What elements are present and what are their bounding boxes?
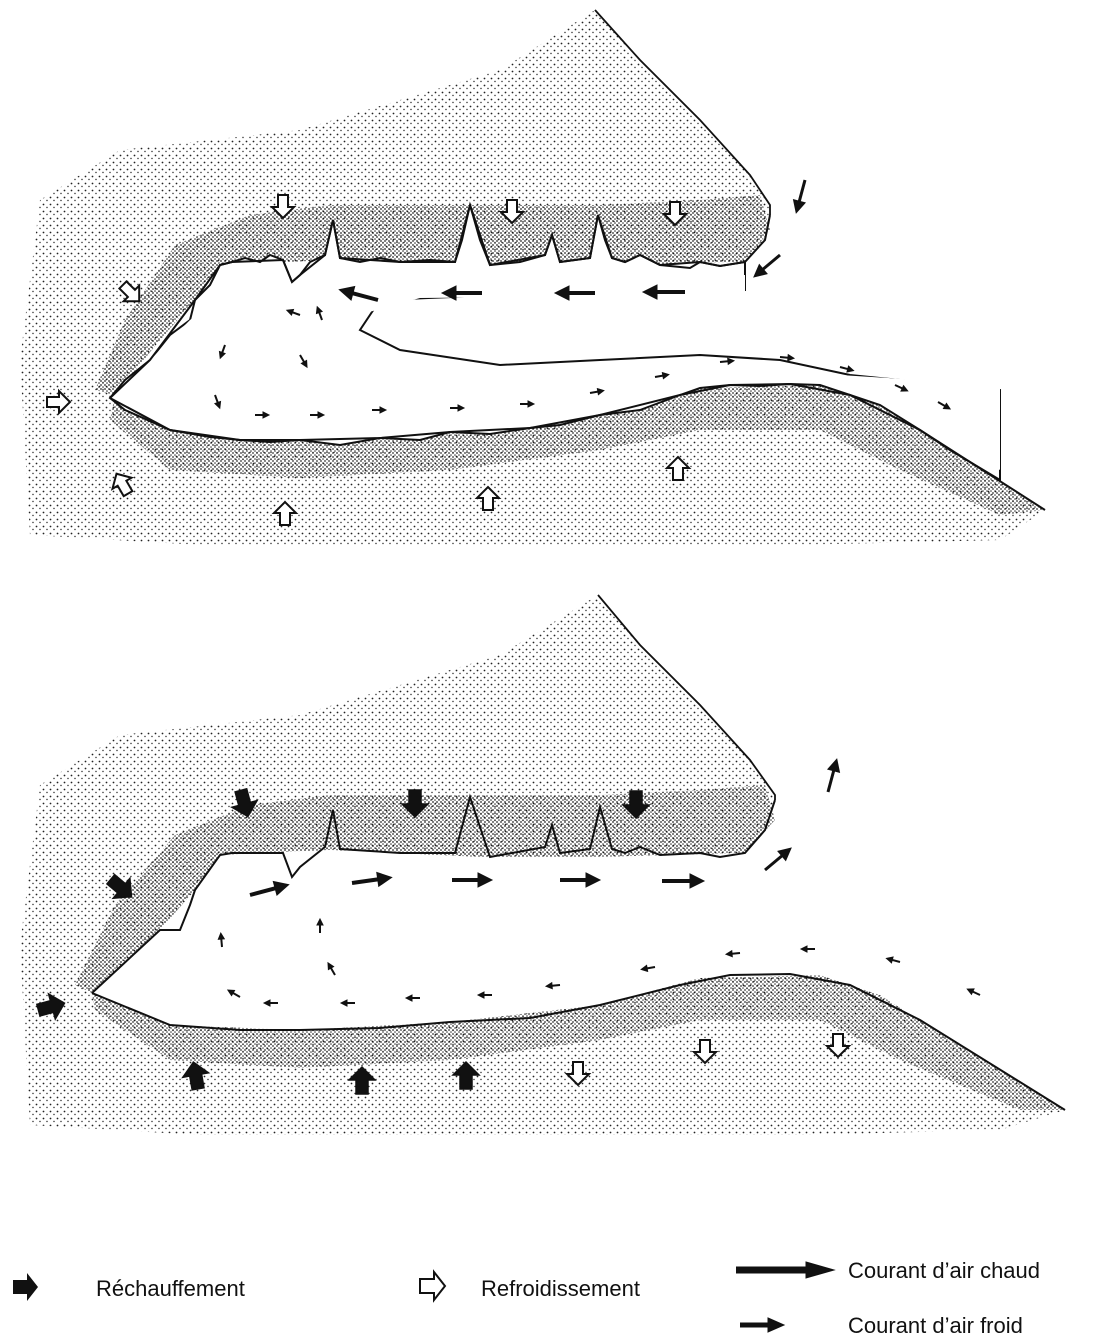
legend-cold-current-label: Courant d’air froid: [848, 1313, 1023, 1336]
cold-current-legend-icon: [740, 1318, 784, 1332]
legend: Réchauffement Refroidissement Courant d’…: [13, 1258, 1040, 1336]
cold-current-arrow: [839, 364, 854, 373]
warm-current-legend-icon: [736, 1262, 834, 1278]
warm-current-arrow: [750, 250, 784, 281]
warm-current-arrow: [822, 758, 842, 794]
legend-warming-label: Réchauffement: [96, 1276, 245, 1301]
warm-current-arrow: [761, 844, 795, 875]
legend-warm-current-label: Courant d’air chaud: [848, 1258, 1040, 1283]
warming-legend-icon: [13, 1273, 38, 1301]
cooling-phase-panel: [20, 10, 1045, 545]
legend-cooling-label: Refroidissement: [481, 1276, 640, 1301]
cooling-legend-icon: [420, 1272, 445, 1300]
warming-phase-panel: [20, 595, 1065, 1135]
warm-current-arrow: [790, 178, 810, 214]
